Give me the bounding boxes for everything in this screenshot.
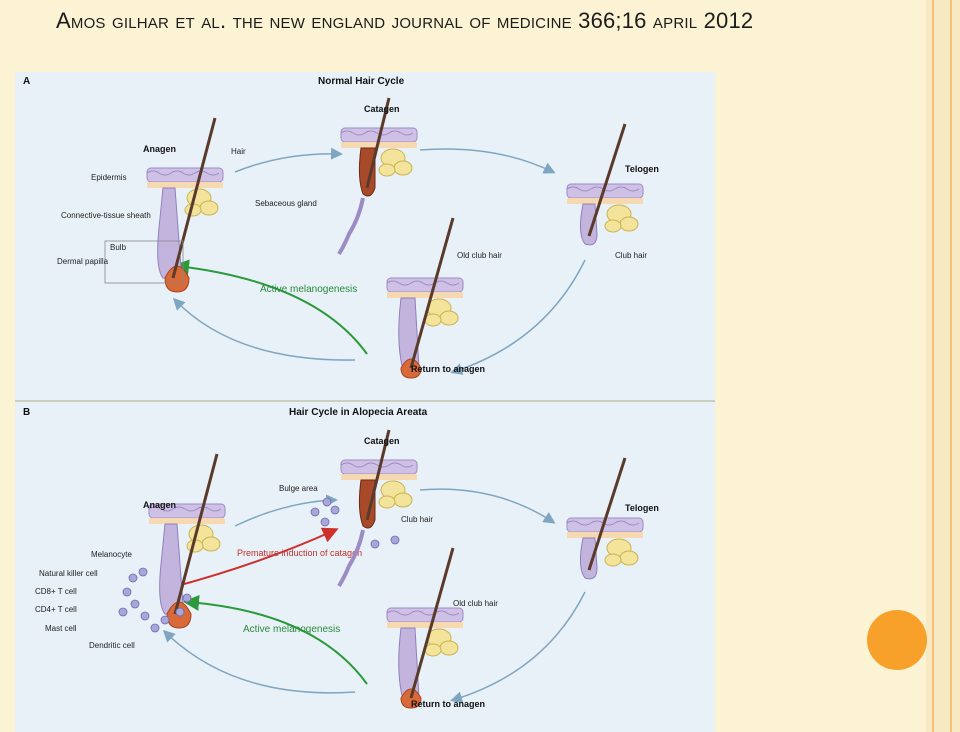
cycle-arrow [450, 591, 586, 704]
stage-catagen: Catagen [364, 104, 400, 114]
panel-b-background [15, 402, 715, 732]
melanogenesis-arrow [183, 594, 368, 685]
label-epidermis: Epidermis [91, 173, 127, 182]
label-mast-cell: Mast cell [45, 624, 77, 633]
premature-label: Premature induction of catagen [237, 548, 362, 558]
stage-anagen: Anagen [143, 500, 176, 510]
right-border-strip [926, 0, 960, 732]
bulb-box [104, 240, 184, 284]
label-dendritic: Dendritic cell [89, 641, 135, 650]
stage-anagen: Anagen [143, 144, 176, 154]
panel-a-letter: A [23, 76, 30, 87]
catagen-follicle [337, 97, 418, 256]
label-cd8: CD8+ T cell [35, 587, 77, 596]
anagen-follicle [148, 453, 226, 629]
label-hair: Hair [231, 147, 246, 156]
cycle-arrow [419, 488, 556, 524]
hair-cycle-figure: A Normal Hair Cycle Active melanogenesis… [15, 72, 715, 732]
melanogenesis-arrow [173, 259, 368, 355]
melanogenesis-label: Active melanogenesis [243, 624, 340, 635]
slide-title: Amos gilhar et al. the new england journ… [56, 8, 754, 33]
return-follicle [386, 217, 464, 379]
label-sebaceous: Sebaceous gland [255, 199, 317, 208]
stage-telogen: Telogen [625, 503, 659, 513]
bulge-immune-cells [310, 497, 400, 549]
label-melanocyte: Melanocyte [91, 550, 132, 559]
anagen-follicle [146, 117, 224, 293]
panel-b: B Hair Cycle in Alopecia Areata Prematur… [15, 400, 715, 732]
catagen-follicle [337, 429, 418, 588]
label-cd4: CD4+ T cell [35, 605, 77, 614]
panel-b-letter: B [23, 407, 30, 418]
panel-a-title: Normal Hair Cycle [318, 76, 405, 87]
label-bulb: Bulb [110, 243, 127, 252]
label-natural-killer: Natural killer cell [39, 569, 98, 578]
stage-catagen: Catagen [364, 436, 400, 446]
stage-return: Return to anagen [411, 699, 485, 709]
label-club-hair: Club hair [401, 515, 433, 524]
panel-a: A Normal Hair Cycle Active melanogenesis… [15, 72, 715, 400]
stage-telogen: Telogen [625, 164, 659, 174]
panel-b-title: Hair Cycle in Alopecia Areata [289, 407, 428, 418]
cycle-arrow [419, 148, 556, 174]
label-club-hair: Club hair [615, 251, 647, 260]
telogen-follicle [566, 123, 644, 246]
panel-a-background [15, 72, 715, 400]
cycle-arrow [172, 297, 356, 361]
right-border-line [950, 0, 952, 732]
stage-return: Return to anagen [411, 364, 485, 374]
immune-cells [118, 567, 192, 633]
cycle-arrow [162, 629, 356, 694]
return-follicle [386, 547, 464, 709]
melanogenesis-label: Active melanogenesis [260, 284, 357, 295]
label-bulge-area: Bulge area [279, 484, 318, 493]
label-old-club-hair: Old club hair [457, 251, 502, 260]
cycle-arrow [450, 259, 586, 375]
decorative-orange-circle [867, 610, 927, 670]
label-old-club-hair: Old club hair [453, 599, 498, 608]
label-sheath: Connective-tissue sheath [61, 211, 151, 220]
right-border-line [932, 0, 934, 732]
label-papilla: Dermal papilla [57, 257, 109, 266]
premature-arrow [176, 527, 339, 587]
cycle-arrow [234, 147, 343, 173]
telogen-follicle [566, 457, 644, 580]
